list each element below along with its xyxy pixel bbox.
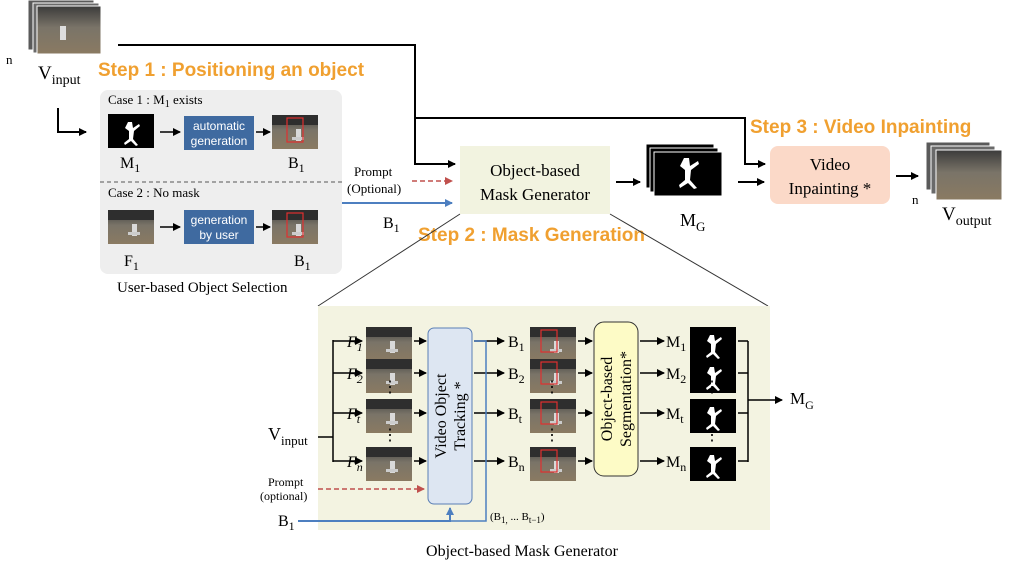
m1-label: M1 — [120, 155, 140, 175]
user-line2: by user — [199, 228, 238, 242]
masks-dots: ⋮ — [704, 427, 720, 444]
detail-b1-label: B1 — [278, 513, 295, 533]
detail-optional-label: (optional) — [260, 489, 307, 503]
step2-title: Step 2 : Mask Generation — [418, 225, 645, 246]
box-thumb — [530, 327, 576, 361]
detail-prompt-label: Prompt — [268, 475, 304, 489]
b1-label-case1: B1 — [288, 155, 305, 175]
boxes-dots: ⋮ — [544, 427, 560, 444]
box-bbox — [540, 449, 558, 473]
tracking-line1: Video Object — [433, 373, 450, 458]
input-to-selection-arrow — [57, 108, 87, 136]
case1-label: Case 1 : M1 exists — [108, 92, 203, 110]
f1-label: F1 — [124, 253, 139, 273]
v-output-label: Voutput — [942, 204, 992, 229]
feedback-loop — [450, 340, 487, 522]
input-video-stack — [27, 0, 102, 55]
mask-generator-box — [460, 146, 610, 214]
b1-bbox-case1 — [286, 117, 304, 143]
prev-boxes-label: (B1, ... Bt−1) — [490, 511, 545, 525]
input-to-inpaint-arrow — [118, 44, 766, 168]
zoom-line-right — [609, 213, 769, 307]
boxes-dots: ⋮ — [544, 379, 560, 396]
output-count-n: n — [912, 192, 919, 207]
box-label: B2 — [508, 366, 525, 386]
mask-gen-line2: Mask Generator — [480, 185, 590, 204]
b1-label-case2: B1 — [294, 253, 311, 273]
case2-label: Case 2 : No mask — [108, 185, 200, 200]
frame-label: F1 — [346, 334, 363, 354]
mask-label: Mt — [666, 406, 684, 426]
step1-title: Step 1 : Positioning an object — [98, 60, 365, 81]
m1-mask-thumb — [108, 114, 154, 148]
inpainting-box — [770, 146, 890, 204]
frame-thumb — [366, 327, 412, 361]
mask-thumb — [690, 327, 736, 361]
seg-line1: Object-based — [599, 357, 616, 441]
frame-thumb — [366, 447, 412, 481]
box-label: B1 — [508, 334, 525, 354]
frame-label: F2 — [346, 366, 363, 386]
automatic-line1: automatic — [193, 119, 245, 133]
box-thumb — [530, 447, 576, 481]
box-label: Bn — [508, 454, 525, 474]
box-bbox — [540, 361, 558, 385]
box-bbox — [540, 401, 558, 425]
frame-label: Ft — [346, 406, 361, 426]
b1-arrow-label: B1 — [383, 215, 400, 235]
optional-label: (Optional) — [347, 181, 401, 196]
automatic-line2: generation — [191, 134, 248, 148]
input-to-maskgen-arrow — [414, 118, 456, 168]
frame-label: Fn — [346, 454, 363, 474]
zoom-line-left — [317, 213, 461, 307]
frames-dots: ⋮ — [382, 379, 398, 396]
v-input-label: Vinput — [38, 63, 81, 88]
mask-label: M2 — [666, 366, 686, 386]
output-video-stack — [925, 141, 1003, 201]
box-label: Bt — [508, 406, 523, 426]
detail-mg-label: MG — [790, 389, 814, 412]
b1-box-thumb-case2 — [272, 210, 318, 244]
tracking-box — [427, 327, 473, 505]
seg-line2: Segmentation* — [618, 351, 635, 447]
segmentation-box — [593, 321, 639, 477]
detail-v-input-label: Vinput — [268, 424, 308, 448]
step3-title: Step 3 : Video Inpainting — [750, 117, 971, 138]
selection-caption: User-based Object Selection — [117, 280, 288, 296]
inpaint-line1: Video — [810, 155, 851, 174]
box-bbox — [540, 329, 558, 353]
prompt-label: Prompt — [354, 164, 393, 179]
mg-label: MG — [680, 210, 705, 234]
frames-dots: ⋮ — [382, 427, 398, 444]
input-count-n: n — [6, 52, 13, 67]
user-line1: generation — [191, 213, 248, 227]
masks-dots: ⋮ — [704, 379, 720, 396]
mask-thumb — [690, 447, 736, 481]
tracking-line2: Tracking * — [452, 381, 469, 450]
mask-gen-line1: Object-based — [490, 161, 580, 180]
inpaint-line2: Inpainting * — [789, 179, 872, 198]
b1-bbox-case2 — [286, 212, 304, 238]
mg-mask-stack — [645, 143, 723, 197]
b1-box-thumb-case1 — [272, 115, 318, 149]
mask-label: Mn — [666, 454, 686, 474]
detail-caption: Object-based Mask Generator — [426, 543, 619, 560]
mask-label: M1 — [666, 334, 686, 354]
generation-by-user-box — [184, 210, 254, 244]
f1-frame-thumb — [108, 210, 154, 244]
automatic-generation-box — [184, 116, 254, 150]
